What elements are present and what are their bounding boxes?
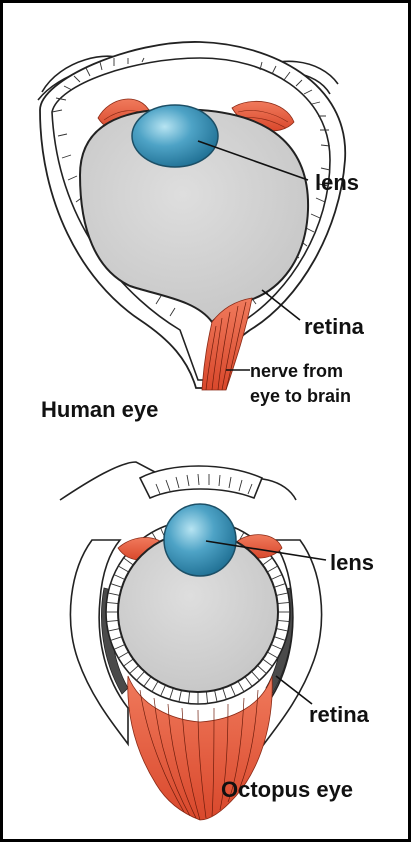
human-retina-label: retina	[304, 314, 365, 339]
human-nerve-label-line1: nerve from	[250, 361, 343, 381]
octopus-eye-caption: Octopus eye	[221, 777, 353, 802]
octopus-lens	[164, 504, 236, 576]
human-lens	[132, 105, 218, 167]
human-nerve-label-line2: eye to brain	[250, 386, 351, 406]
human-lens-label: lens	[315, 170, 359, 195]
human-eye-caption: Human eye	[41, 397, 158, 422]
octopus-lens-label: lens	[330, 550, 374, 575]
octopus-retina-label: retina	[309, 702, 370, 727]
